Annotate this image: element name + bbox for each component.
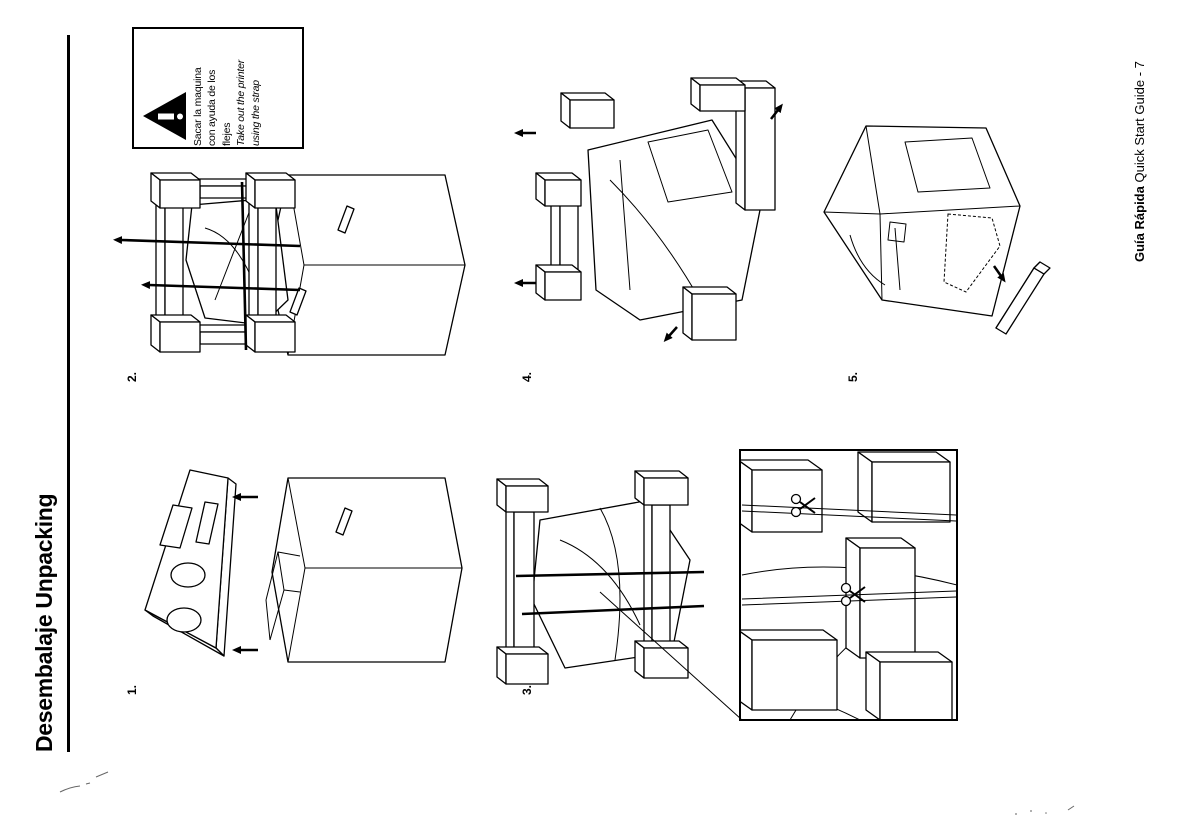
- arrow-icon: [669, 327, 677, 336]
- foam-corner-face-side: [151, 173, 160, 208]
- foam-side-bar-zoom-face-front: [860, 548, 915, 658]
- foam-corner-zoom-face-side: [858, 452, 872, 522]
- foam-corner-face-front: [506, 654, 548, 684]
- warning-exclamation-dot: [177, 114, 183, 120]
- foam-side-bar-face-front: [514, 512, 534, 654]
- foam-corner-face-side: [683, 287, 692, 340]
- foam-corner-face-front: [160, 322, 200, 352]
- foam-side-bar-face-side: [249, 199, 258, 324]
- foam-corner-face-side: [561, 93, 570, 128]
- shipping-box: [266, 478, 462, 662]
- scan-mark: [60, 772, 108, 792]
- box-outline: [272, 478, 462, 662]
- warning-icon: [143, 92, 186, 140]
- step-3-illustration: [497, 450, 957, 720]
- step-number-1: 1.: [125, 685, 139, 695]
- detail-inset: [738, 450, 957, 720]
- foam-corner-face-front: [545, 272, 581, 300]
- foam-corner-face-side: [635, 641, 644, 678]
- title-rule: [67, 35, 70, 752]
- foam-side-bar-face-front: [652, 505, 670, 647]
- foam-corner-zoom-face-top: [858, 452, 950, 462]
- packing-block-face: [996, 268, 1044, 334]
- foam-corner-face-side: [497, 647, 506, 684]
- warning-exclamation-bar: [158, 114, 174, 120]
- foam-side-bar-face-side: [506, 506, 514, 654]
- step-number-5: 5.: [846, 372, 860, 382]
- printer-body: [824, 126, 1020, 316]
- page-footer: Guía Rápida Quick Start Guide - 7: [1132, 61, 1148, 262]
- foam-corner-zoom-face-top: [738, 630, 837, 640]
- foam-side-bar-face-side: [156, 199, 165, 324]
- foam-tray-cutout: [167, 608, 201, 632]
- printer: [824, 126, 1020, 316]
- warning-line-en: Take out the printer: [234, 60, 248, 146]
- foam-corner-face-side: [246, 315, 255, 352]
- shipping-box: [268, 175, 465, 355]
- packing-block: [996, 262, 1050, 334]
- step-4-illustration: [522, 78, 778, 340]
- scissors-handle: [842, 597, 851, 606]
- foam-corner-zoom-face-front: [752, 640, 837, 710]
- step-2-illustration: [121, 173, 465, 355]
- foam-side-bar-face-front: [745, 88, 775, 210]
- warning-line-es: Sacar la maquina: [191, 60, 205, 146]
- page-title-es: Desembalaje: [31, 615, 57, 752]
- footer-guide-es: Guía Rápida: [1132, 186, 1147, 262]
- warning-line-en: using the strap: [249, 60, 263, 146]
- foam-side-bar-face-front: [258, 206, 276, 324]
- foam-corner-face-side: [246, 173, 255, 208]
- scan-specks: [1015, 806, 1074, 815]
- foam-side-bar-face-front: [165, 206, 183, 324]
- foam-corner-face-front: [644, 648, 688, 678]
- foam-tray-cutout: [171, 563, 205, 587]
- foam-corner-face-front: [255, 322, 295, 352]
- foam-corner-face-side: [151, 315, 160, 352]
- scan-speck: [1015, 813, 1017, 815]
- foam-corner-face-front: [545, 180, 581, 206]
- step-number-3: 3.: [520, 685, 534, 695]
- footer-guide-en: Quick Start Guide - 7: [1132, 61, 1147, 182]
- foam-corner-face-front: [255, 180, 295, 208]
- scan-mark: [1068, 806, 1074, 810]
- foam-corner-face-front: [570, 100, 614, 128]
- warning-text: Sacar la maquina con ayuda de los flejes…: [191, 60, 263, 146]
- warning-line-es: con ayuda de los: [205, 60, 219, 146]
- step-1-illustration: [145, 470, 462, 662]
- foam-corner-zoom-face-side: [866, 652, 880, 720]
- scan-speck: [1030, 810, 1032, 812]
- scissors-handle: [792, 495, 801, 504]
- foam-corner-face-front: [700, 85, 745, 111]
- page-title: Desembalaje Unpacking: [30, 494, 58, 752]
- foam-corner-face-front: [506, 486, 548, 512]
- foam-corner-face-front: [644, 478, 688, 505]
- foam-corner-zoom-face-front: [880, 662, 952, 720]
- foam-corner-face-front: [692, 294, 736, 340]
- step-5-illustration: [824, 126, 1050, 334]
- scan-speck: [1045, 812, 1047, 814]
- scissors-handle: [792, 508, 801, 517]
- warning-line-es: flejes: [220, 60, 234, 146]
- page-title-en: Unpacking: [31, 494, 57, 609]
- step-number-4: 4.: [520, 372, 534, 382]
- foam-tray: [145, 470, 236, 656]
- foam-corner-face-side: [536, 265, 545, 300]
- step-number-2: 2.: [125, 372, 139, 382]
- scissors-handle: [842, 584, 851, 593]
- foam-corner-face-front: [160, 180, 200, 208]
